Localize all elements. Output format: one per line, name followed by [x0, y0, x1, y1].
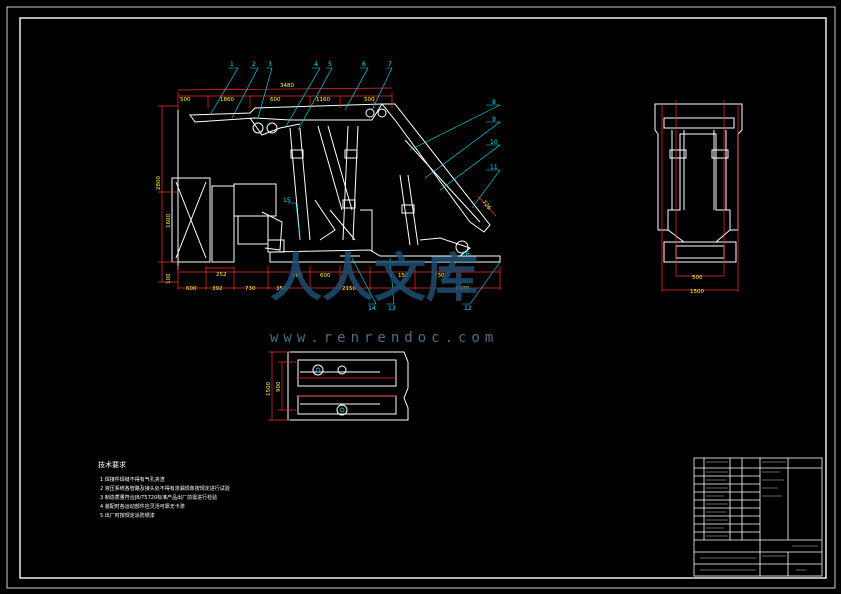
dim-side-1500: 1500 — [690, 289, 704, 295]
part-labels: 1 2 3 4 5 6 7 8 9 10 11 12 13 14 15 16 — [230, 61, 498, 312]
part-label-16: 16 — [462, 251, 470, 258]
technical-note-3: 3 制造质量符合JB/T5720标准产品出厂前需进行检验 — [100, 495, 218, 501]
part-label-9: 9 — [492, 116, 496, 123]
inner-frame — [19, 17, 827, 579]
dim-bottom-150: 150 — [398, 273, 409, 279]
part-label-5: 5 — [328, 61, 332, 68]
outer-frame — [6, 6, 836, 589]
plan-dimension-texts: 1500 900 — [266, 381, 282, 396]
technical-note-1: 1 焊接件焊缝不得有气孔夹渣 — [100, 477, 165, 483]
dim-top-1860: 1860 — [220, 97, 234, 103]
dim-left-2800: 2800 — [156, 176, 162, 190]
dim-small-726: 726 — [480, 199, 492, 211]
watermark-logo: 人人文库 — [270, 248, 479, 309]
dim-top-500b: 500 — [364, 97, 375, 103]
part-label-14: 14 — [368, 305, 376, 312]
part-label-10: 10 — [490, 139, 498, 146]
part-label-1: 1 — [230, 61, 234, 68]
dim-left-100: 100 — [166, 273, 172, 284]
dim-left-1600: 1600 — [166, 214, 172, 228]
dim-bottom-600b: 600 — [320, 273, 331, 279]
dim-bottom-350: 350 — [276, 286, 287, 292]
part-label-15: 15 — [283, 197, 291, 204]
dim-top-3480: 3480 — [280, 83, 294, 89]
technical-note-2: 2 液压系统各管路及接头处不得有渗漏现象按规定进行试验 — [100, 486, 230, 492]
dim-top-500: 500 — [180, 97, 191, 103]
dim-bottom-500: 500 — [292, 273, 303, 279]
dim-top-1160: 1160 — [316, 97, 330, 103]
dim-bottom-730b: 730 — [434, 273, 445, 279]
dim-top-600: 600 — [270, 97, 281, 103]
title-block — [693, 457, 823, 577]
part-label-6: 6 — [362, 61, 366, 68]
plan-view — [287, 351, 409, 421]
side-view — [654, 103, 743, 263]
leader-lines — [209, 67, 501, 305]
part-label-12: 12 — [464, 305, 472, 312]
dim-plan-1500: 1500 — [266, 382, 272, 396]
part-label-2: 2 — [252, 61, 256, 68]
part-label-8: 8 — [492, 99, 496, 106]
technical-note-5: 5 出厂时按规定涂防锈漆 — [100, 513, 155, 519]
side-dimensions — [661, 100, 739, 292]
dim-bottom-730: 730 — [245, 286, 256, 292]
main-elevation-view — [171, 103, 501, 270]
part-label-11: 11 — [490, 164, 498, 171]
main-dimensions — [158, 87, 501, 290]
part-label-7: 7 — [388, 61, 392, 68]
watermark-site: www.renrendoc.com — [270, 330, 499, 346]
dimension-texts: 500 1860 3480 600 1160 500 2800 1600 100… — [156, 83, 492, 292]
part-label-3: 3 — [268, 61, 272, 68]
dim-bottom-1900: 1900 — [455, 286, 469, 292]
part-label-4: 4 — [314, 61, 318, 68]
plan-cyan — [315, 367, 345, 413]
title-block-fill — [700, 461, 818, 571]
technical-note-4: 4 装配时各运动部件应灵活可靠无卡滞 — [100, 504, 185, 510]
plan-dimensions — [268, 351, 396, 421]
dim-bottom-2150: 2150 — [342, 286, 356, 292]
part-label-13: 13 — [388, 305, 396, 312]
side-dimension-texts: 500 1500 — [690, 275, 704, 295]
dim-bottom-600: 600 — [186, 286, 197, 292]
dim-side-500: 500 — [692, 275, 703, 281]
dim-small-252: 252 — [216, 272, 227, 278]
technical-notes-title: 技术要求 — [98, 461, 126, 469]
dim-plan-900: 900 — [276, 381, 282, 392]
dim-bottom-392: 392 — [212, 286, 223, 292]
